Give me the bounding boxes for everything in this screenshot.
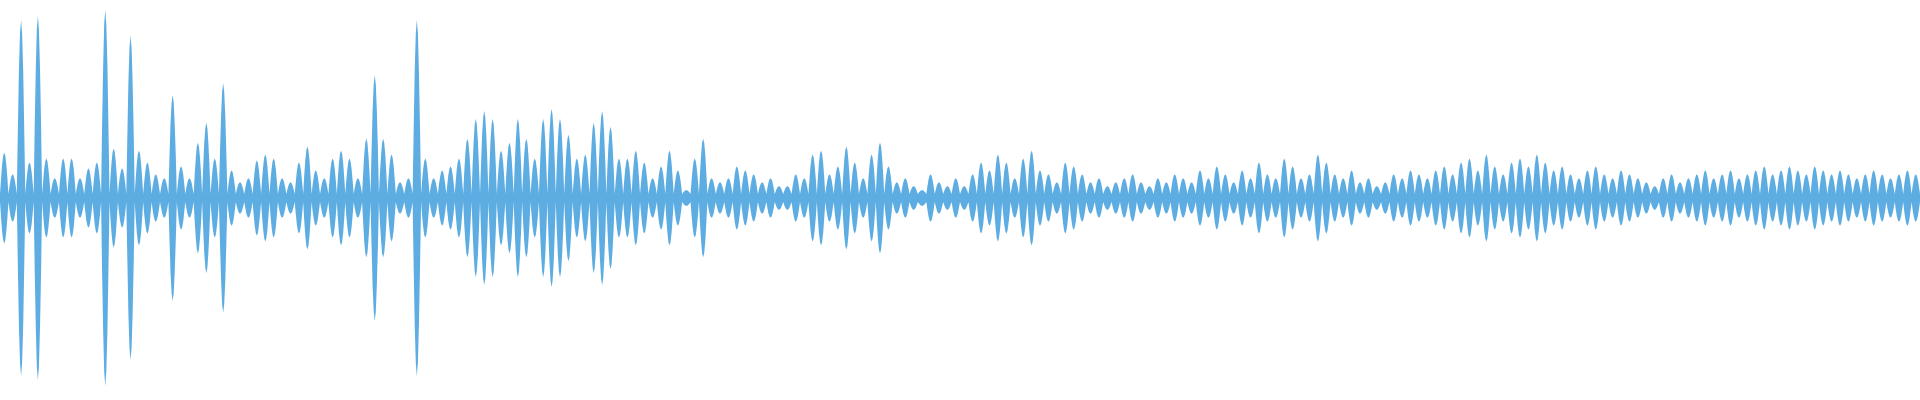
waveform-shape [0, 9, 1920, 387]
